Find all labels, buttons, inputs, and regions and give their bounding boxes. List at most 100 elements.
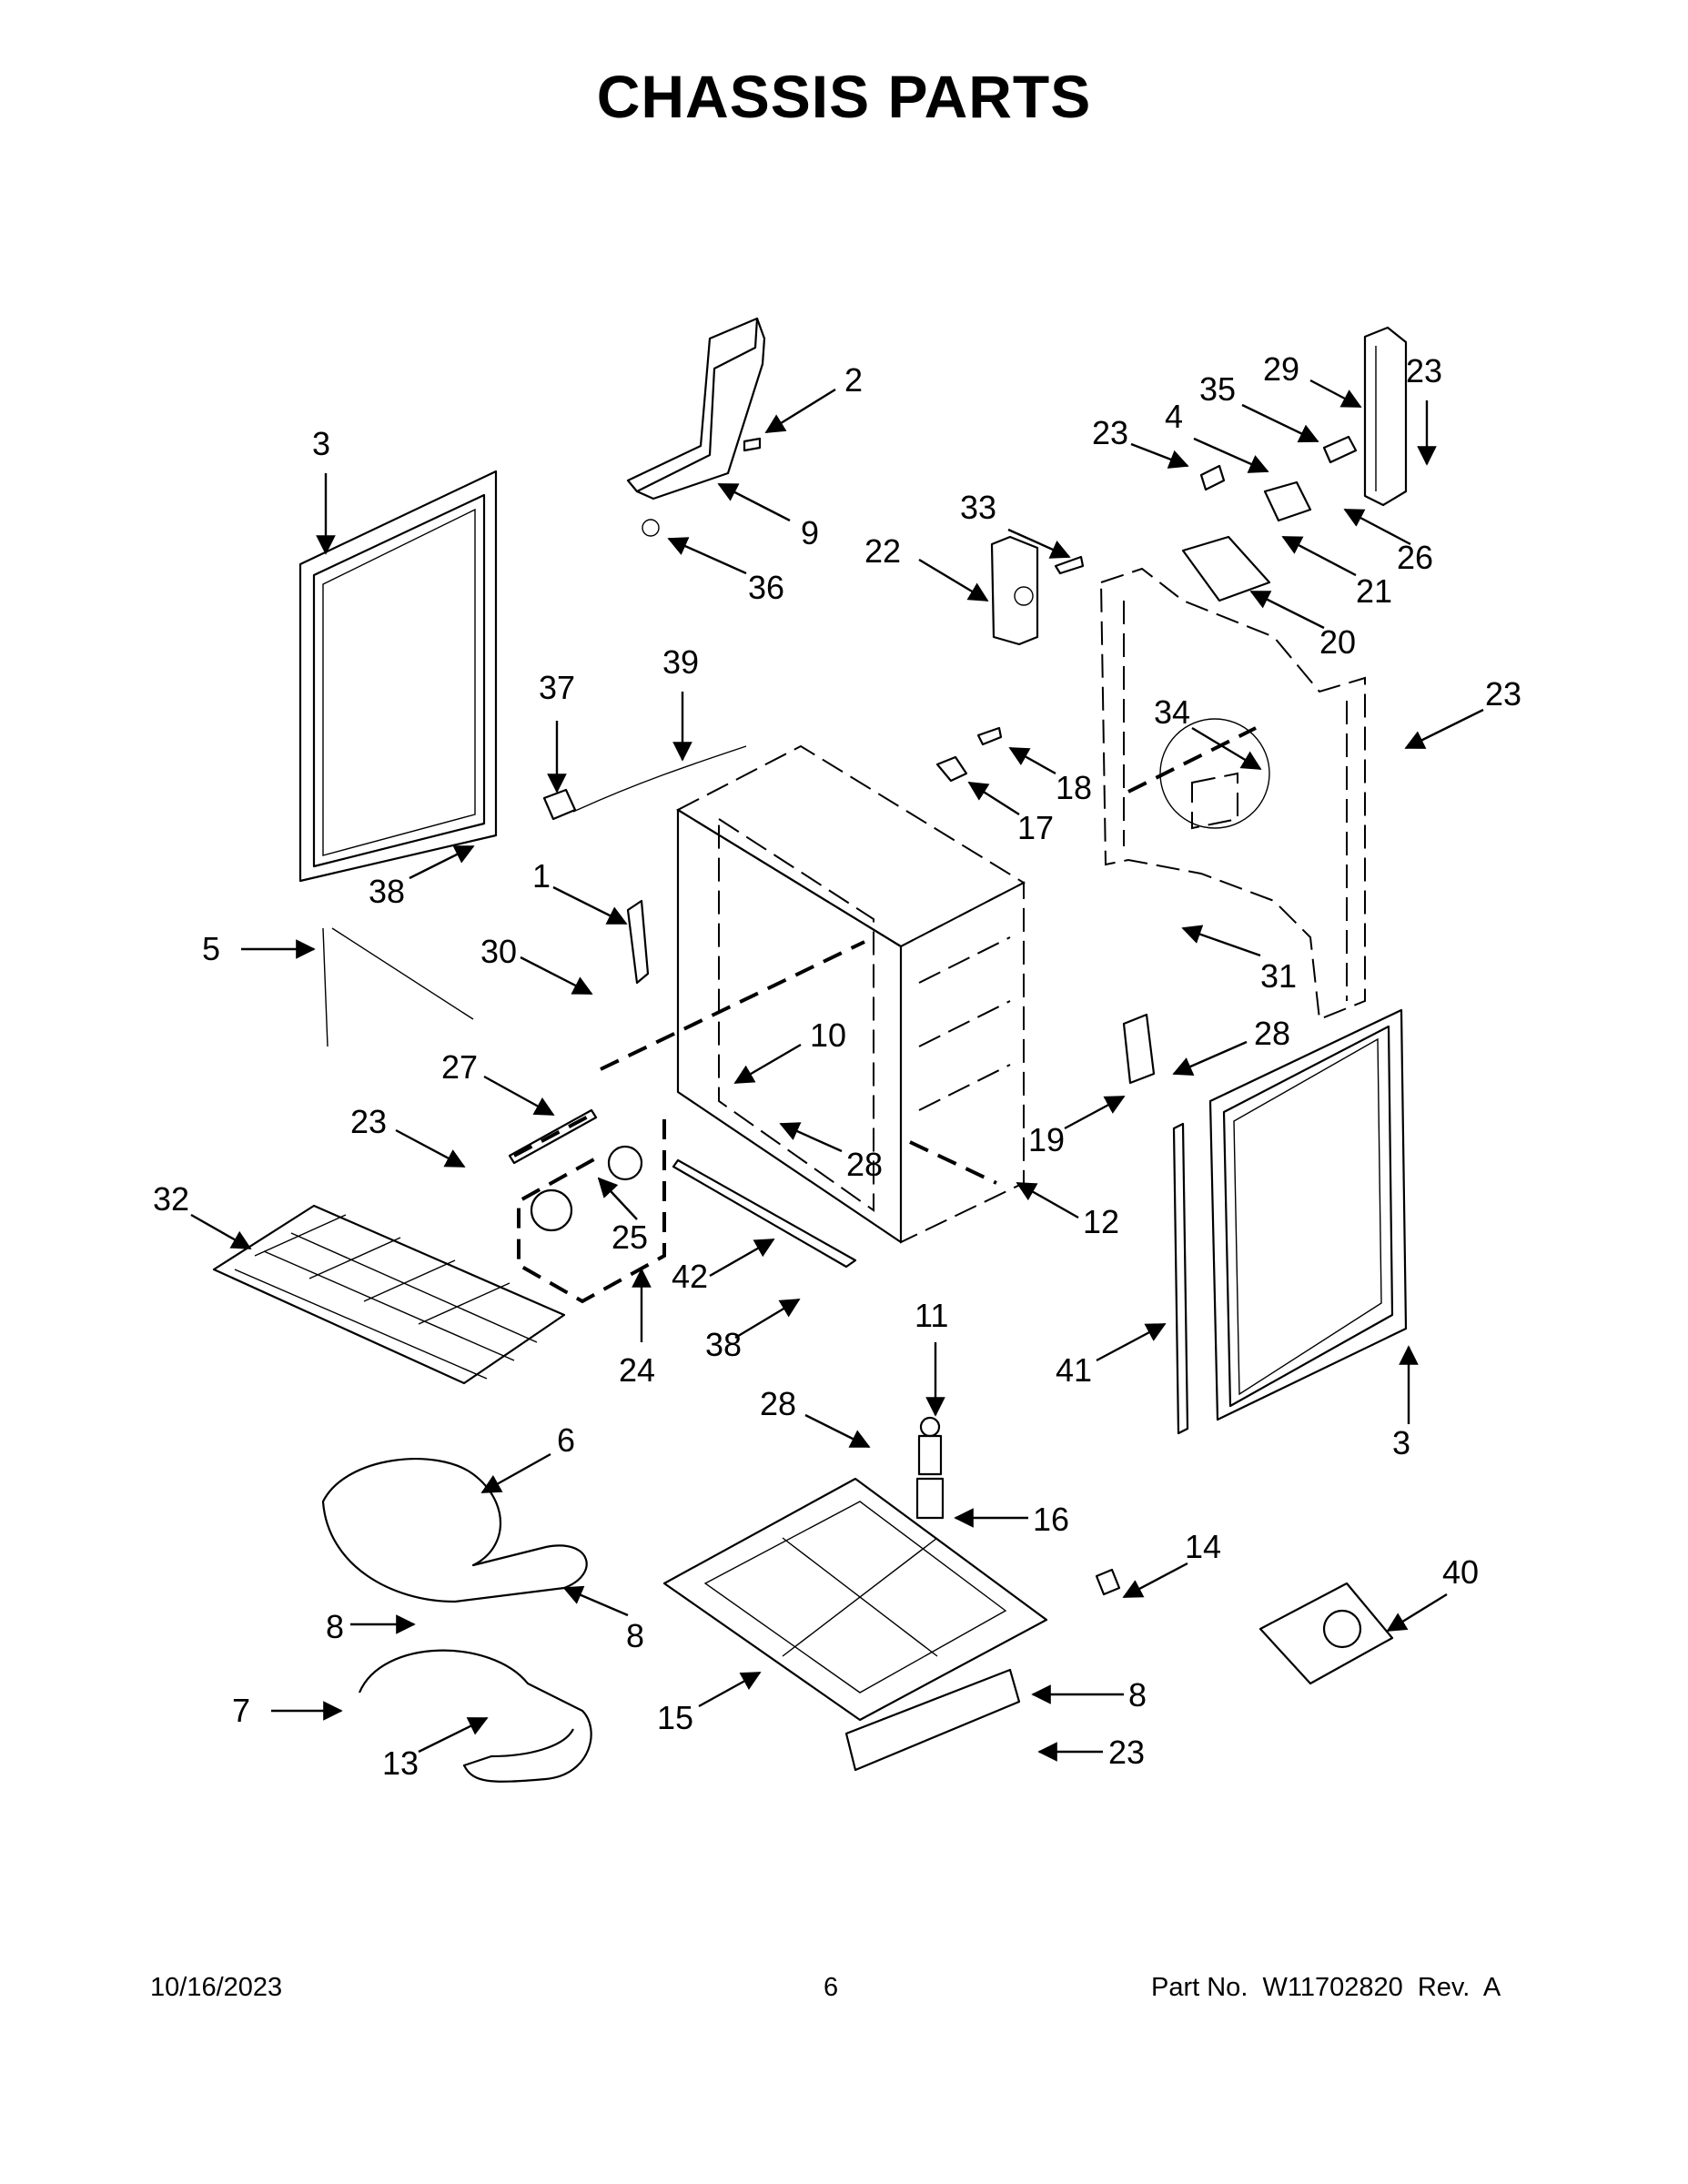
callout-2: 2 [844, 361, 863, 399]
callout-32: 32 [153, 1180, 189, 1218]
callout-16: 16 [1033, 1501, 1069, 1538]
leader-8b [562, 1585, 629, 1617]
leader-25 [597, 1177, 638, 1220]
leader-18 [1008, 746, 1056, 775]
leader-10 [733, 1043, 802, 1085]
clip-14-drawing [1095, 1568, 1121, 1596]
side-panel-right-drawing [1208, 1008, 1408, 1421]
callout-13: 15 [657, 1699, 693, 1736]
callout-41: 41 [1056, 1351, 1092, 1389]
assembly-line-2 [513, 1113, 592, 1158]
top-right-brackets-drawing [1181, 326, 1408, 602]
leader-12 [1016, 1181, 1079, 1219]
leader-8c [418, 1716, 489, 1754]
callout-23-top-right: 23 [1406, 352, 1442, 389]
leader-27 [483, 1075, 555, 1117]
assembly-line-3 [909, 1140, 997, 1185]
clip-17-drawing [935, 755, 968, 783]
callout-11: 11 [915, 1297, 948, 1334]
leader-23a [1130, 442, 1189, 469]
callout-38-lower: 38 [705, 1326, 742, 1363]
footer-page-number: 6 [824, 1973, 839, 2002]
leader-38a [409, 844, 475, 880]
callout-12: 12 [1083, 1203, 1119, 1240]
leader-31 [1181, 925, 1261, 957]
leader-23d [395, 1128, 466, 1168]
callout-22: 22 [864, 532, 901, 570]
leader-41 [1096, 1322, 1167, 1362]
callout-7: 7 [232, 1692, 250, 1729]
leader-26 [1343, 508, 1411, 546]
part-drawings [212, 317, 1408, 1783]
leader-40 [1386, 1592, 1448, 1633]
leader-4 [1193, 437, 1269, 473]
screw-33-drawing [1054, 555, 1085, 575]
leader-38b [734, 1298, 801, 1340]
leader-28b [1172, 1040, 1248, 1076]
callout-25: 25 [612, 1218, 648, 1256]
callout-35: 35 [1199, 370, 1236, 408]
callout-3-right-panel: 3 [1392, 1424, 1410, 1461]
callout-28-right: 28 [1254, 1015, 1290, 1052]
page-title: CHASSIS PARTS [596, 63, 1092, 130]
callout-18: 18 [1056, 769, 1092, 806]
control-40-drawing [1258, 1582, 1394, 1685]
callout-23-right: 23 [1485, 675, 1521, 713]
leader-34 [1191, 726, 1262, 771]
callout-40: 40 [1442, 1553, 1479, 1591]
callout-23-bottom: 23 [1108, 1734, 1145, 1771]
assembly-line-4 [1127, 726, 1257, 794]
callout-23-top: 23 [1092, 414, 1128, 451]
rod-27-drawing [508, 1108, 598, 1165]
screw-18-drawing [976, 726, 1003, 746]
callout-28-bottom: 28 [760, 1385, 796, 1422]
leader-36 [667, 537, 747, 575]
callout-15: 8 [1128, 1676, 1147, 1714]
broil-element-drawing [321, 1458, 588, 1603]
callout-23-left: 23 [350, 1103, 387, 1140]
callout-38-upper: 38 [369, 873, 405, 910]
leader-13 [698, 1671, 762, 1708]
leader-30 [520, 956, 593, 996]
callout-20: 20 [1319, 623, 1356, 661]
callout-9: 9 [801, 514, 819, 551]
leader-9 [717, 482, 791, 522]
top-bracket-drawing [626, 317, 766, 537]
leader-22 [918, 558, 989, 602]
callout-1: 1 [532, 857, 551, 895]
callout-29: 29 [1263, 350, 1299, 388]
back-panel-drawing [1099, 567, 1366, 1021]
strip-41-drawing [1172, 1122, 1189, 1435]
callout-8-left: 8 [326, 1608, 344, 1645]
leader-42 [709, 1238, 775, 1278]
leader-19 [1064, 1095, 1126, 1130]
leader-28c [804, 1413, 871, 1449]
callout-labels: 3 2 9 36 33 22 23 4 35 29 23 26 21 20 37… [153, 350, 1521, 1782]
oven-rack-drawing [212, 1204, 566, 1385]
leader-arrows [190, 379, 1484, 1762]
callout-39: 39 [662, 643, 699, 681]
callout-10: 10 [810, 1016, 846, 1054]
callout-14: 14 [1185, 1528, 1221, 1565]
callout-19: 19 [1028, 1121, 1065, 1158]
callout-28-center: 28 [846, 1146, 883, 1183]
callout-30: 30 [480, 933, 517, 970]
leader-35 [1241, 403, 1319, 443]
leveling-leg-drawing [915, 1416, 945, 1520]
rail-42-drawing [672, 1158, 857, 1269]
leader-21 [1281, 535, 1357, 577]
oven-cavity-drawing [675, 744, 1026, 1244]
callout-21: 21 [1356, 572, 1392, 610]
knob-group-drawing [517, 1119, 666, 1304]
callout-24: 24 [619, 1351, 655, 1389]
callout-34: 34 [1154, 693, 1190, 731]
hinge-1-drawing [626, 899, 650, 985]
callout-6: 6 [557, 1421, 575, 1459]
callout-33: 33 [960, 489, 996, 526]
callout-8-lower: 13 [382, 1744, 419, 1782]
leader-1 [552, 885, 628, 925]
leader-29 [1309, 379, 1362, 409]
callout-26: 26 [1397, 539, 1433, 576]
assembly-line-1 [600, 940, 865, 1071]
bracket-19-drawing [1122, 1013, 1156, 1085]
